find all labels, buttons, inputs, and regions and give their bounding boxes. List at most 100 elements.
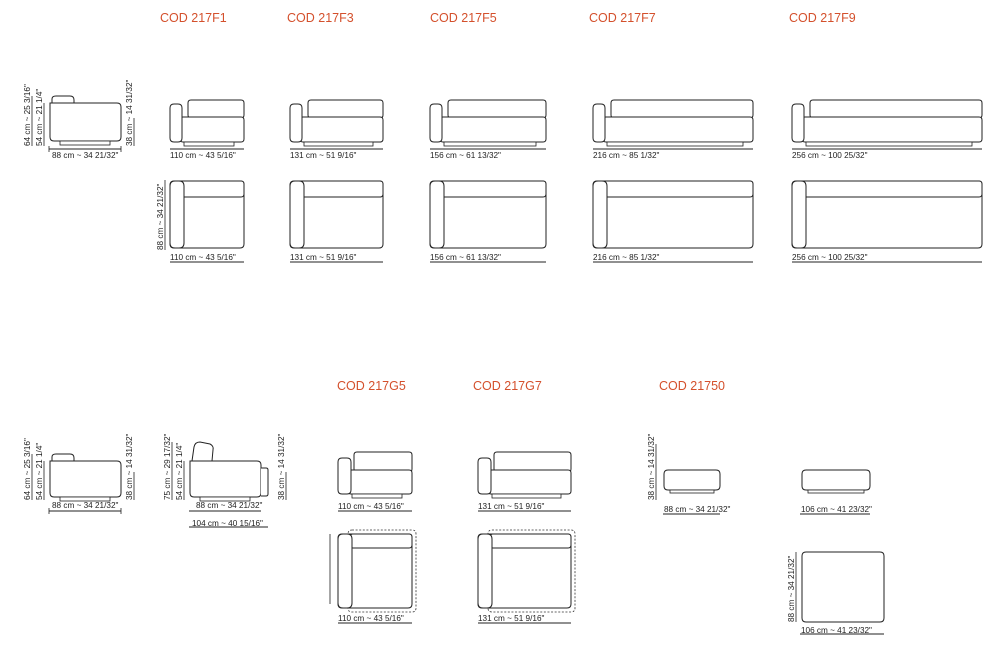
code-217g5: COD 217G5 bbox=[337, 379, 406, 393]
front-seat bbox=[179, 116, 245, 143]
plan-backrest bbox=[801, 180, 983, 198]
front-armrest bbox=[592, 103, 606, 143]
front-seat bbox=[299, 116, 384, 143]
plan-backrest bbox=[299, 180, 384, 198]
dim-side-seat-38: 38 cm ~ 14 31/32" bbox=[125, 80, 134, 146]
ottoman-21750: 88 cm ~ 34 21/32" 38 cm ~ 14 31/32" 106 … bbox=[647, 434, 885, 635]
code-217g7: COD 217G7 bbox=[473, 379, 542, 393]
front-backrest bbox=[307, 99, 384, 119]
dim-f1-plan-depth: 88 cm ~ 34 21/32" bbox=[156, 184, 165, 250]
code-217f5: COD 217F5 bbox=[430, 11, 497, 25]
dim-side-height-54: 54 cm ~ 21 1/4" bbox=[35, 89, 44, 146]
dim-side-height-64: 64 cm ~ 25 3/16" bbox=[23, 84, 32, 146]
side-view-reclined: 88 cm ~ 34 21/32" 104 cm ~ 40 15/16" 75 … bbox=[163, 434, 287, 528]
plan-armrest bbox=[477, 533, 493, 609]
plan-armrest bbox=[592, 180, 608, 249]
front-seat bbox=[439, 116, 547, 143]
side-view-bottom: 88 cm ~ 34 21/32" 64 cm ~ 25 3/16" 54 cm… bbox=[23, 434, 135, 514]
plan-backrest bbox=[179, 180, 245, 198]
dim-f7-front-width: 216 cm ~ 85 1/32" bbox=[593, 151, 659, 160]
dim-f3-front-width: 131 cm ~ 51 9/16" bbox=[290, 151, 356, 160]
side-view-top: 88 cm ~ 34 21/32" 64 cm ~ 25 3/16" 54 cm… bbox=[23, 80, 135, 160]
dim-ottoman-plan-width: 106 cm ~ 41 23/32" bbox=[801, 626, 872, 635]
front-backrest bbox=[187, 99, 245, 119]
dim-g7-plan-width: 131 cm ~ 51 9/16" bbox=[478, 614, 544, 623]
front-base bbox=[805, 141, 973, 147]
f-module-5 bbox=[791, 99, 983, 263]
dim-ottoman-large-width: 106 cm ~ 41 23/32" bbox=[801, 505, 872, 514]
front-backrest bbox=[809, 99, 983, 119]
code-217f7: COD 217F7 bbox=[589, 11, 656, 25]
dim-side2-seat-38: 38 cm ~ 14 31/32" bbox=[125, 434, 134, 500]
front-armrest bbox=[289, 103, 303, 143]
dim-ottoman-small-width: 88 cm ~ 34 21/32" bbox=[664, 505, 730, 514]
front-backrest bbox=[493, 451, 572, 473]
front-armrest bbox=[791, 103, 805, 143]
front-base bbox=[303, 141, 374, 147]
dim-f1-front-width: 110 cm ~ 43 5/16" bbox=[170, 151, 236, 160]
f-module-2 bbox=[289, 99, 384, 263]
f-series-drawings bbox=[169, 99, 983, 263]
dim-f7-plan-width: 216 cm ~ 85 1/32" bbox=[593, 253, 659, 262]
front-base bbox=[351, 493, 403, 499]
code-217f3: COD 217F3 bbox=[287, 11, 354, 25]
dim-recline-height-54: 54 cm ~ 21 1/4" bbox=[175, 443, 184, 500]
plan-backrest bbox=[349, 533, 413, 549]
dim-g5-plan-width: 110 cm ~ 43 5/16" bbox=[338, 614, 404, 623]
front-base bbox=[606, 141, 744, 147]
g-module-1 bbox=[337, 451, 417, 624]
front-base bbox=[491, 493, 562, 499]
dim-ottoman-height: 38 cm ~ 14 31/32" bbox=[647, 434, 656, 500]
front-armrest bbox=[169, 103, 183, 143]
front-seat bbox=[487, 469, 572, 495]
g-series-drawings bbox=[329, 451, 576, 624]
plan-backrest bbox=[602, 180, 754, 198]
dim-f9-front-width: 256 cm ~ 100 25/32" bbox=[792, 151, 868, 160]
dim-recline-width: 88 cm ~ 34 21/32" bbox=[196, 501, 262, 510]
front-base bbox=[183, 141, 235, 147]
plan-backrest bbox=[439, 180, 547, 198]
dim-g7-front-width: 131 cm ~ 51 9/16" bbox=[478, 502, 544, 511]
dim-f1-plan-width: 110 cm ~ 43 5/16" bbox=[170, 253, 236, 262]
plan-backrest bbox=[489, 533, 572, 549]
code-217f9: COD 217F9 bbox=[789, 11, 856, 25]
plan-armrest bbox=[337, 533, 353, 609]
front-base bbox=[443, 141, 537, 147]
front-backrest bbox=[353, 451, 413, 473]
code-217f1: COD 217F1 bbox=[160, 11, 227, 25]
plan-recline-outline bbox=[487, 529, 576, 613]
f-module-3 bbox=[429, 99, 547, 263]
f-module-1 bbox=[169, 99, 245, 263]
dim-f9-plan-width: 256 cm ~ 100 25/32" bbox=[792, 253, 868, 262]
front-backrest bbox=[447, 99, 547, 119]
g-module-2 bbox=[477, 451, 576, 624]
plan-recline-outline bbox=[347, 529, 417, 613]
code-21750: COD 21750 bbox=[659, 379, 725, 393]
front-armrest bbox=[429, 103, 443, 143]
dim-side2-height-64: 64 cm ~ 25 3/16" bbox=[23, 438, 32, 500]
dim-side2-width: 88 cm ~ 34 21/32" bbox=[52, 501, 118, 510]
dim-f5-front-width: 156 cm ~ 61 13/32" bbox=[430, 151, 501, 160]
front-armrest bbox=[477, 457, 492, 495]
dim-f5-plan-width: 156 cm ~ 61 13/32" bbox=[430, 253, 501, 262]
dim-f3-plan-width: 131 cm ~ 51 9/16" bbox=[290, 253, 356, 262]
dim-recline-extended: 104 cm ~ 40 15/16" bbox=[192, 519, 263, 528]
front-seat bbox=[347, 469, 413, 495]
dim-recline-height-75: 75 cm ~ 29 17/32" bbox=[163, 434, 172, 500]
front-armrest bbox=[337, 457, 352, 495]
plan-armrest bbox=[169, 180, 185, 249]
front-seat bbox=[602, 116, 754, 143]
dim-recline-seat-38: 38 cm ~ 14 31/32" bbox=[277, 434, 286, 500]
plan-armrest bbox=[791, 180, 807, 249]
dim-g5-front-width: 110 cm ~ 43 5/16" bbox=[338, 502, 404, 511]
dim-side-width: 88 cm ~ 34 21/32" bbox=[52, 151, 118, 160]
f-module-4 bbox=[592, 99, 754, 263]
front-backrest bbox=[610, 99, 754, 119]
dim-side2-height-54: 54 cm ~ 21 1/4" bbox=[35, 443, 44, 500]
dim-ottoman-plan-depth: 88 cm ~ 34 21/32" bbox=[787, 556, 796, 622]
plan-armrest bbox=[289, 180, 305, 249]
plan-armrest bbox=[429, 180, 445, 249]
front-seat bbox=[801, 116, 983, 143]
